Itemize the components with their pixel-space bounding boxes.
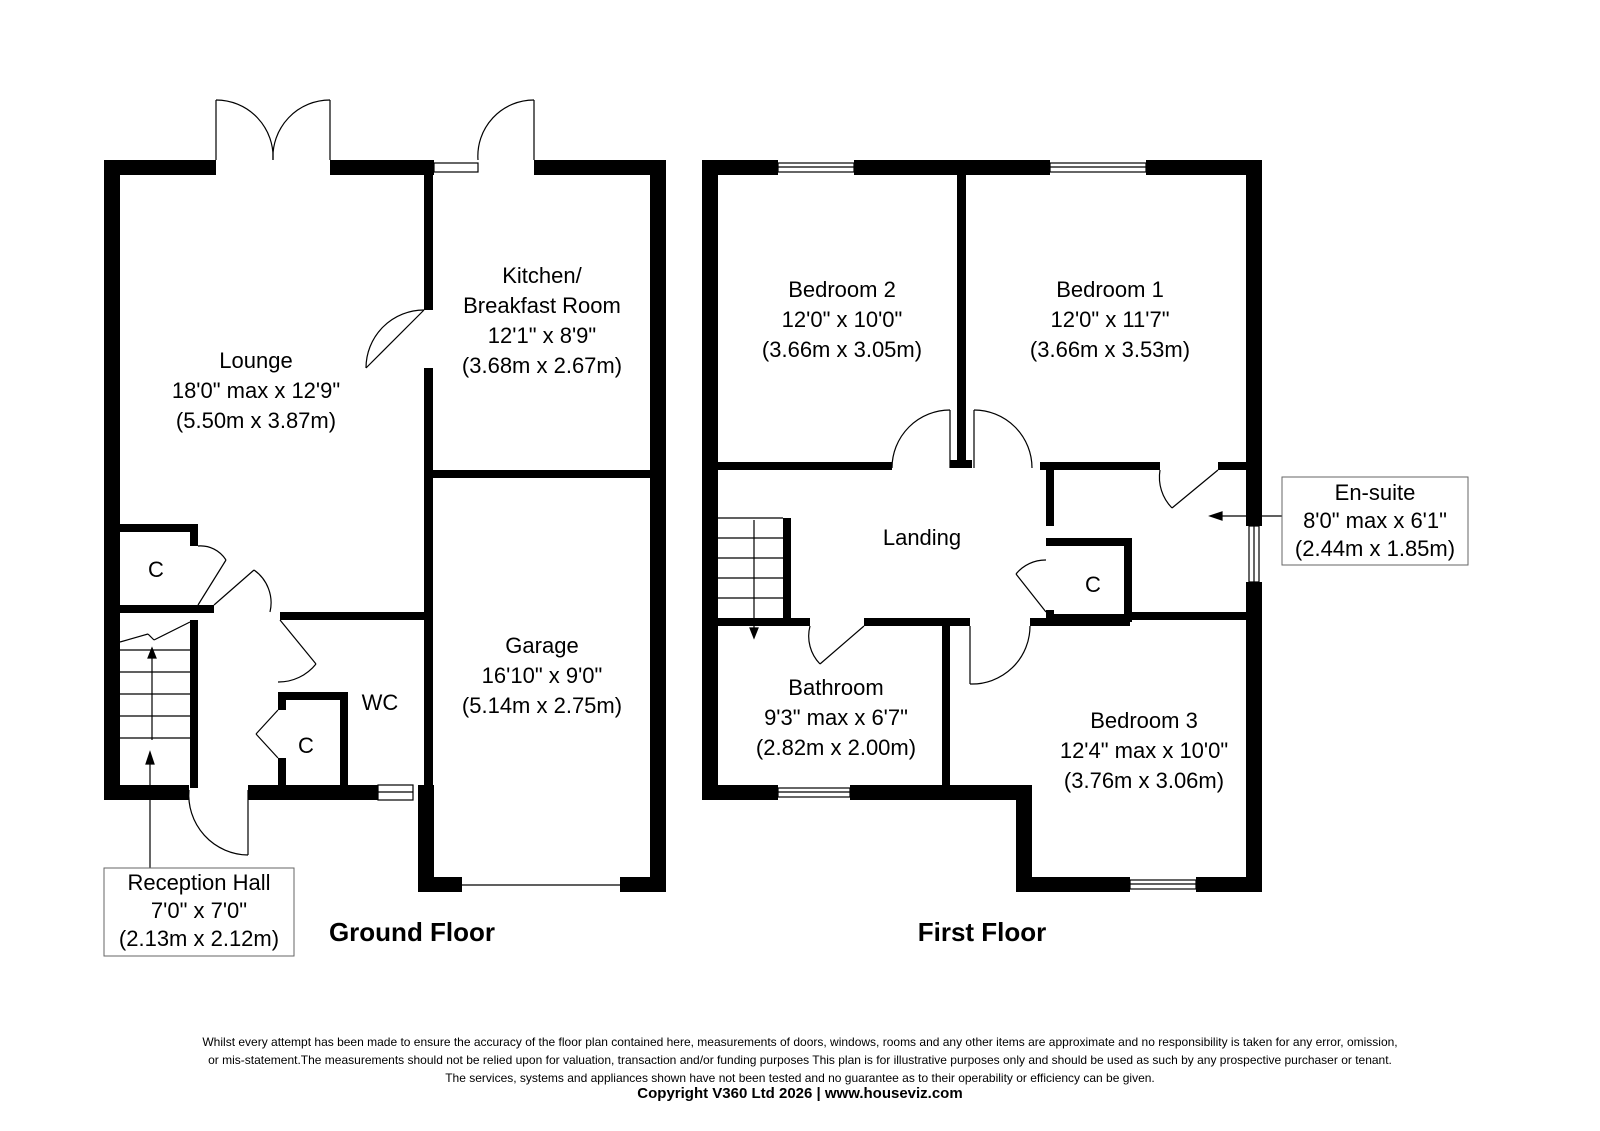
room-ensuite-label: En-suite 8'0" max x 6'1" (2.44m x 1.85m) <box>1295 480 1455 561</box>
room-bedroom2-label: Bedroom 2 12'0" x 10'0" (3.66m x 3.05m) <box>762 277 922 362</box>
svg-text:Garage: Garage <box>505 633 578 658</box>
room-reception-hall-label: Reception Hall 7'0" x 7'0" (2.13m x 2.12… <box>119 870 279 951</box>
room-wc-label: WC <box>362 690 399 715</box>
room-cupboard-label: C <box>148 557 164 582</box>
svg-text:Bedroom 3: Bedroom 3 <box>1090 708 1198 733</box>
svg-text:(5.50m x 3.87m): (5.50m x 3.87m) <box>176 408 336 433</box>
svg-text:En-suite: En-suite <box>1335 480 1416 505</box>
ensuite-label-box <box>1281 476 1469 566</box>
svg-text:18'0" max x 12'9": 18'0" max x 12'9" <box>172 378 340 403</box>
disclaimer-line: or mis-statement.The measurements should… <box>208 1053 1392 1067</box>
reception-hall-label-box <box>103 867 295 957</box>
room-cupboard-label: C <box>298 733 314 758</box>
svg-text:9'3" max x 6'7": 9'3" max x 6'7" <box>764 705 908 730</box>
svg-text:Lounge: Lounge <box>219 348 292 373</box>
svg-text:(2.82m x 2.00m): (2.82m x 2.00m) <box>756 735 916 760</box>
ground-floor-walls <box>104 160 666 892</box>
room-bedroom3-label: Bedroom 3 12'4" max x 10'0" (3.76m x 3.0… <box>1060 708 1228 793</box>
svg-text:(3.66m x 3.53m): (3.66m x 3.53m) <box>1030 337 1190 362</box>
ground-floor-title: Ground Floor <box>329 917 495 947</box>
room-kitchen-label: Kitchen/ Breakfast Room 12'1" x 8'9" (3.… <box>462 263 622 378</box>
first-floor-details <box>718 162 1282 890</box>
room-lounge-label: Lounge 18'0" max x 12'9" (5.50m x 3.87m) <box>172 348 340 433</box>
svg-text:(3.76m x 3.06m): (3.76m x 3.06m) <box>1064 768 1224 793</box>
room-bathroom-label: Bathroom 9'3" max x 6'7" (2.82m x 2.00m) <box>756 675 916 760</box>
svg-text:Bathroom: Bathroom <box>788 675 883 700</box>
ground-floor-details <box>119 99 620 886</box>
svg-text:Bedroom 2: Bedroom 2 <box>788 277 896 302</box>
svg-text:Kitchen/: Kitchen/ <box>502 263 582 288</box>
svg-text:(2.13m x 2.12m): (2.13m x 2.12m) <box>119 926 279 951</box>
svg-text:(5.14m x 2.75m): (5.14m x 2.75m) <box>462 693 622 718</box>
first-floor-title: First Floor <box>918 917 1047 947</box>
disclaimer-line: The services, systems and appliances sho… <box>445 1071 1155 1085</box>
disclaimer-line: Whilst every attempt has been made to en… <box>202 1035 1398 1049</box>
svg-text:12'0" x 11'7": 12'0" x 11'7" <box>1050 307 1169 332</box>
room-landing-label: Landing <box>883 525 961 550</box>
svg-text:12'1" x 8'9": 12'1" x 8'9" <box>488 323 596 348</box>
copyright-notice: Copyright V360 Ltd 2026 | www.houseviz.c… <box>637 1085 963 1102</box>
svg-text:(2.44m x 1.85m): (2.44m x 1.85m) <box>1295 536 1455 561</box>
svg-text:7'0" x 7'0": 7'0" x 7'0" <box>151 898 247 923</box>
svg-text:(3.66m x 3.05m): (3.66m x 3.05m) <box>762 337 922 362</box>
svg-text:16'10" x 9'0": 16'10" x 9'0" <box>482 663 603 688</box>
room-garage-label: Garage 16'10" x 9'0" (5.14m x 2.75m) <box>462 633 622 718</box>
svg-text:12'0" x 10'0": 12'0" x 10'0" <box>782 307 903 332</box>
svg-text:(3.68m x 2.67m): (3.68m x 2.67m) <box>462 353 622 378</box>
svg-text:Breakfast Room: Breakfast Room <box>463 293 621 318</box>
svg-text:Reception Hall: Reception Hall <box>127 870 270 895</box>
svg-text:Bedroom 1: Bedroom 1 <box>1056 277 1164 302</box>
first-floor-walls <box>702 160 1262 892</box>
svg-text:12'4" max x 10'0": 12'4" max x 10'0" <box>1060 738 1228 763</box>
room-bedroom1-label: Bedroom 1 12'0" x 11'7" (3.66m x 3.53m) <box>1030 277 1190 362</box>
room-cupboard-label: C <box>1085 572 1101 597</box>
svg-text:8'0" max x 6'1": 8'0" max x 6'1" <box>1303 508 1447 533</box>
